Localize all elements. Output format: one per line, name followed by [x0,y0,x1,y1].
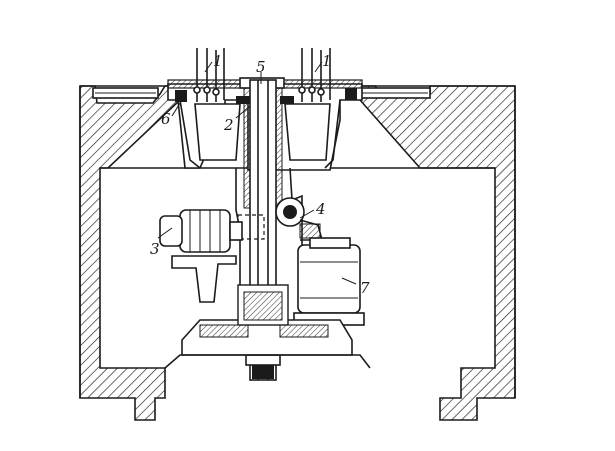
label-5: 5 [256,58,266,76]
label-4: 4 [315,200,326,218]
cutter-knives-left [193,48,225,102]
label-3: 3 [150,240,160,258]
label-2: 2 [223,116,234,134]
label-1-left: 1 [213,52,223,70]
vertical-motor [293,237,365,326]
drive-gear [275,197,324,241]
electric-motor [159,209,243,303]
label-7: 7 [360,279,370,297]
leader-lines [157,61,357,285]
cutter-knives-right [298,48,331,102]
label-1-right: 1 [322,52,332,70]
base-gearbox [164,284,371,369]
label-6: 6 [161,110,171,128]
